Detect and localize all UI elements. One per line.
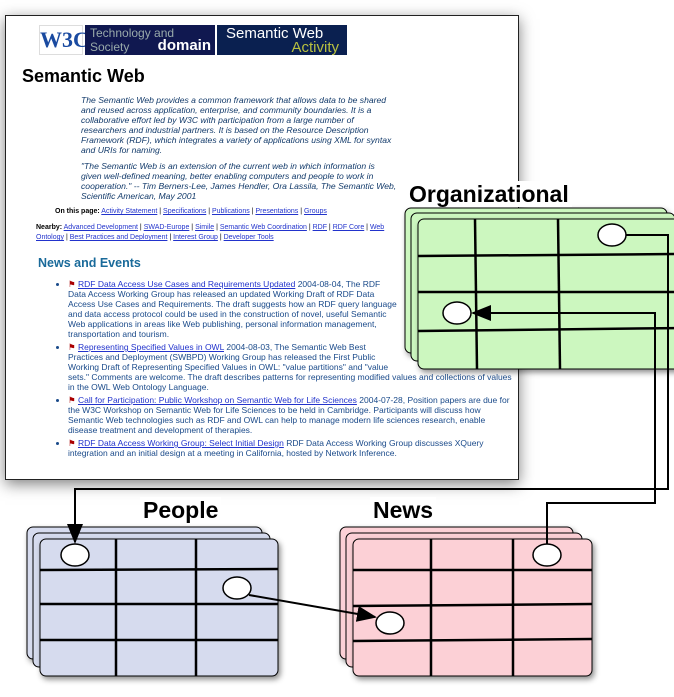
- nav-link[interactable]: Presentations: [255, 208, 299, 215]
- news-text: 2004-07-28, Position papers are due for …: [68, 395, 510, 435]
- w3c-logo[interactable]: W3C: [39, 25, 89, 55]
- activity-bottom: Activity: [291, 39, 339, 56]
- nearby-link[interactable]: Developer Tools: [223, 234, 274, 241]
- nav-link[interactable]: Publications: [211, 208, 250, 215]
- nearby-link[interactable]: RDF Core: [332, 224, 365, 231]
- quote-text: "The Semantic Web is an extension of the…: [81, 161, 397, 201]
- org-node-top: [597, 223, 627, 247]
- people-node-left: [60, 543, 90, 567]
- news-link[interactable]: Representing Specified Values in OWL: [78, 342, 224, 352]
- news-node-top: [532, 543, 562, 567]
- news-link[interactable]: RDF Data Access Working Group: Select In…: [78, 438, 284, 448]
- news-item: ⚑ Representing Specified Values in OWL 2…: [68, 342, 514, 392]
- domain-bottom: domain: [157, 37, 211, 54]
- news-item: ⚑ Call for Participation: Public Worksho…: [68, 395, 514, 435]
- news-list: ⚑ RDF Data Access Use Cases and Requirem…: [54, 279, 514, 458]
- nearby-nav: Nearby: Advanced Development | SWAD-Euro…: [36, 224, 385, 241]
- news-link[interactable]: Call for Participation: Public Workshop …: [78, 395, 357, 405]
- news-text: 2004-08-03, The Semantic Web Best Practi…: [68, 342, 512, 392]
- news-label: News: [370, 497, 437, 523]
- nearby-link[interactable]: Web Ontology: [36, 224, 385, 241]
- news-heading: News and Events: [38, 256, 141, 270]
- news-text: 2004-08-04, The RDF Data Access Working …: [68, 279, 397, 339]
- arrow-news-to-org: [471, 305, 656, 544]
- arrow-people-to-news: [248, 594, 377, 622]
- people-node-right: [222, 576, 252, 600]
- nearby-link[interactable]: Simile: [195, 224, 215, 231]
- nearby-link[interactable]: Interest Group: [173, 234, 218, 241]
- flag-icon: ⚑: [68, 342, 76, 352]
- activity-top: Semantic Web: [226, 25, 324, 42]
- nearby-link[interactable]: Advanced Development: [63, 224, 138, 231]
- nearby-link[interactable]: SWAD-Europe: [143, 224, 190, 231]
- nav-link[interactable]: Specifications: [163, 208, 207, 215]
- nav-link[interactable]: Activity Statement: [101, 208, 158, 215]
- news-item: ⚑ RDF Data Access Use Cases and Requirem…: [68, 279, 514, 339]
- organizational-table-stack: [404, 207, 674, 370]
- news-text: RDF Data Access Working Group discusses …: [68, 438, 484, 458]
- news-node-left: [375, 611, 405, 635]
- intro-text: The Semantic Web provides a common frame…: [81, 95, 392, 155]
- news-item: ⚑ RDF Data Access Working Group: Select …: [68, 438, 514, 458]
- intro: The Semantic Web provides a common frame…: [81, 95, 514, 201]
- nearby-label: Nearby:: [36, 224, 63, 231]
- nearby-link[interactable]: RDF: [312, 224, 327, 231]
- flag-icon: ⚑: [68, 438, 76, 448]
- on-this-page-nav: On this page: Activity Statement | Speci…: [55, 208, 327, 215]
- people-table-stack: [26, 526, 279, 677]
- page-title: Semantic Web: [22, 66, 145, 86]
- domain-top: Technology and Society: [90, 26, 175, 54]
- on-this-page-label: On this page:: [55, 208, 100, 215]
- people-label: People: [140, 497, 222, 523]
- news-link[interactable]: RDF Data Access Use Cases and Requiremen…: [78, 279, 296, 289]
- nearby-link[interactable]: Best Practices and Deployment: [69, 234, 168, 241]
- flag-icon: ⚑: [68, 395, 76, 405]
- nav-link[interactable]: Groups: [303, 208, 327, 215]
- org-node-bottom: [442, 301, 472, 325]
- arrow-org-to-people: [67, 234, 669, 544]
- flag-icon: ⚑: [68, 279, 76, 289]
- nearby-link[interactable]: Semantic Web Coordination: [219, 224, 307, 231]
- organizational-label: Organizational: [406, 181, 572, 207]
